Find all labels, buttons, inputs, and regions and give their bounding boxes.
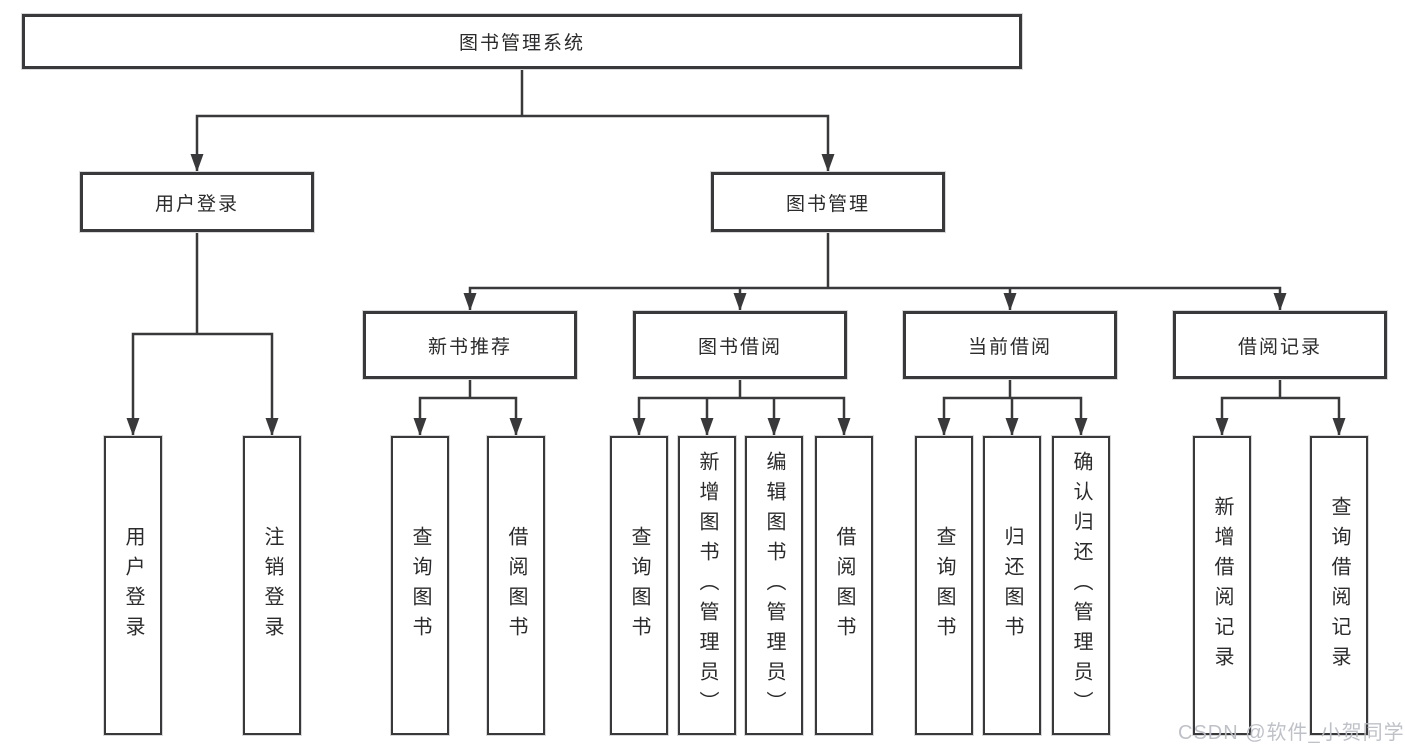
node-borrowing-records: 借阅记录 [1173,311,1387,379]
leaf-query-books-borrowing: 查询图书 [610,436,668,735]
leaf-query-books-current-label: 查询图书 [933,525,955,646]
node-library-system: 图书管理系统 [22,14,1022,69]
leaf-confirm-return-admin: 确认归还（管理员） [1052,436,1110,735]
leaf-borrow-books-recommend-label: 借阅图书 [505,525,527,646]
node-book-borrowing: 图书借阅 [633,311,847,379]
leaf-borrow-books-recommend: 借阅图书 [487,436,545,735]
leaf-user-login: 用户登录 [104,436,162,735]
leaf-query-books-recommend-label: 查询图书 [409,525,431,646]
leaf-query-books-current: 查询图书 [915,436,973,735]
node-current-borrowing: 当前借阅 [903,311,1117,379]
leaf-edit-book-admin: 编辑图书（管理员） [745,436,803,735]
leaf-query-borrow-record: 查询借阅记录 [1310,436,1368,735]
leaf-query-borrow-record-label: 查询借阅记录 [1328,495,1350,676]
watermark: CSDN @软件_小贺同学 [1178,722,1405,744]
leaf-add-borrow-record: 新增借阅记录 [1193,436,1251,735]
leaf-add-book-admin-label: 新增图书（管理员） [696,450,718,721]
leaf-borrow-books-label: 借阅图书 [833,525,855,646]
leaf-add-borrow-record-label: 新增借阅记录 [1211,495,1233,676]
leaf-return-books: 归还图书 [983,436,1041,735]
node-new-book-recommend: 新书推荐 [363,311,577,379]
leaf-return-books-label: 归还图书 [1001,525,1023,646]
leaf-add-book-admin: 新增图书（管理员） [678,436,736,735]
leaf-query-books-borrowing-label: 查询图书 [628,525,650,646]
node-user-login: 用户登录 [80,172,314,232]
leaf-logout: 注销登录 [243,436,301,735]
leaf-user-login-label: 用户登录 [122,525,144,646]
leaf-logout-label: 注销登录 [261,525,283,646]
leaf-confirm-return-admin-label: 确认归还（管理员） [1070,450,1092,721]
leaf-borrow-books: 借阅图书 [815,436,873,735]
leaf-edit-book-admin-label: 编辑图书（管理员） [763,450,785,721]
leaf-query-books-recommend: 查询图书 [391,436,449,735]
node-book-management: 图书管理 [711,172,945,232]
